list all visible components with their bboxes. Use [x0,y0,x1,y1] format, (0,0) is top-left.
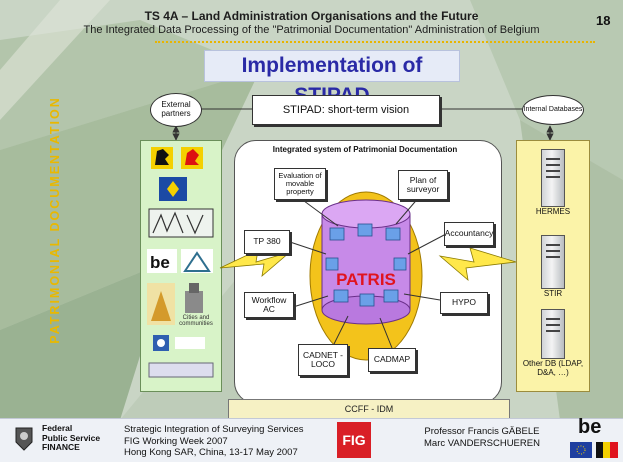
external-partners-node: External partners [150,93,202,127]
link-right-lightning [438,247,517,282]
event-line1: Strategic Integration of Surveying Servi… [124,424,304,435]
author-2: Marc VANDERSCHUEREN [424,437,540,449]
cadnet-node: CADNET - LOCO [298,344,348,376]
be-logo: be [578,416,602,438]
org-line1: Federal [42,423,73,433]
footer [0,418,623,462]
fig-logo: FIG [337,422,371,458]
event-info: Strategic Integration of Surveying Servi… [124,424,304,459]
cadmap-node: CADMAP [368,348,416,372]
external-partners-panel: be Cities and communities [140,140,222,392]
federal-crest-icon [15,427,33,451]
partner-logos: be [147,147,214,378]
org-line3: FINANCE [42,442,80,452]
internal-databases-panel: HERMES STIR Other DB (LDAP, D&A, …) [516,140,590,392]
hermes-server-icon [541,149,565,207]
accountancy-node: Accountancy [444,222,494,246]
org-line2: Public Service [42,432,101,443]
integrated-system-title: Integrated system of Patrimonial Documen… [272,145,458,154]
header-title: TS 4A – Land Administration Organisation… [144,9,479,23]
authors: Professor Francis GÄBELE Marc VANDERSCHU… [424,426,540,449]
evaluation-node: Evaluation of movable property [274,168,326,200]
event-line3: Hong Kong SAR, China, 13-17 May 2007 [124,447,298,458]
svg-text:be: be [150,253,170,272]
federal-finance-logo: Federal Public Service FINANCE [42,423,101,453]
stir-label: STIR [543,289,563,298]
ccff-idm-bar: CCFF - IDM [228,399,510,419]
internal-databases-node: Internal Databases [522,95,584,125]
other-db-server-icon [541,309,565,359]
hermes-label: HERMES [535,207,571,216]
tp380-node: TP 380 [244,230,290,254]
event-line2: FIG Working Week 2007 [124,435,228,447]
header-subtitle: The Integrated Data Processing of the "P… [83,24,540,36]
flags-icon [570,442,618,458]
cities-label: Cities and communities [179,315,213,327]
plan-surveyor-node: Plan of surveyor [398,170,448,200]
page-number: 18 [596,13,611,28]
stir-server-icon [541,235,565,289]
header-dotted-divider [155,41,595,43]
patris-label: PATRIS [336,270,396,289]
workflow-node: Workflow AC [244,292,294,318]
stipad-vision-box: STIPAD: short-term vision [252,95,440,125]
author-1: Professor Francis GÄBELE [424,426,540,437]
other-db-label: Other DB (LDAP, D&A, …) [522,359,584,377]
hypo-node: HYPO [440,292,488,314]
